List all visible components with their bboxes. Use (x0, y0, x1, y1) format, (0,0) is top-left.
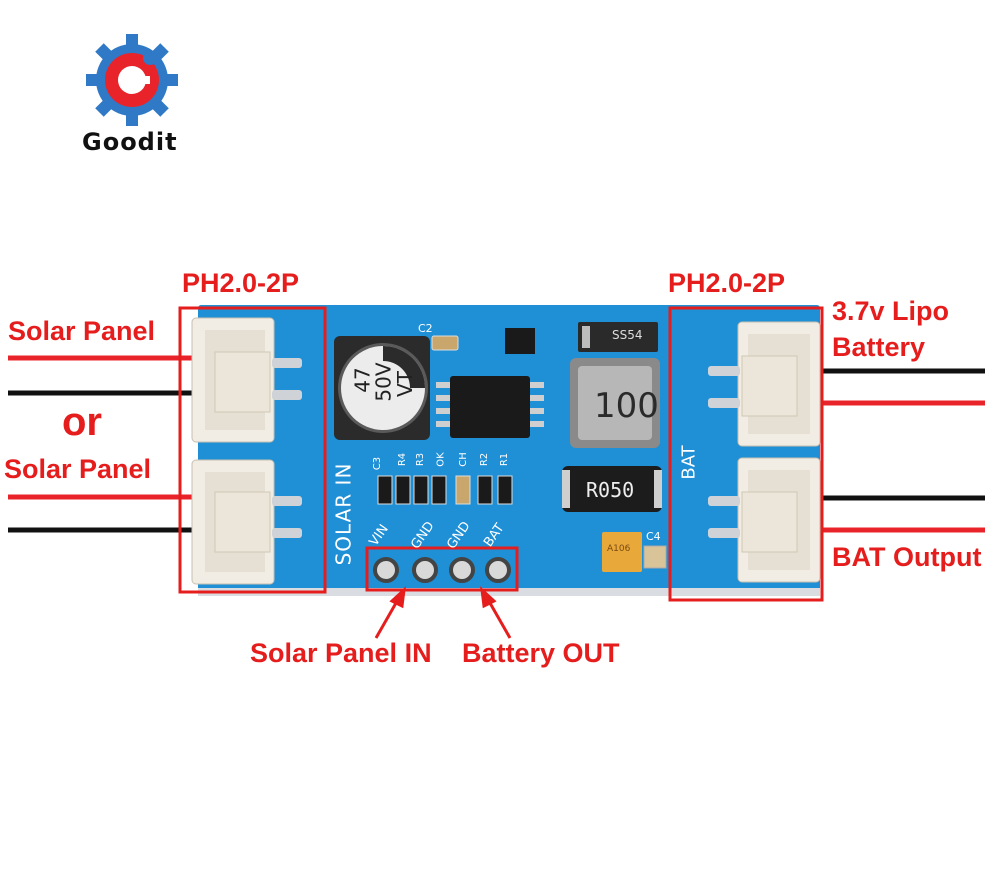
connector-left-bottom (191, 459, 302, 585)
component-label-c2: C2 (418, 322, 433, 335)
label-solar-panel-2: Solar Panel (4, 454, 152, 484)
inductor-text: 100 (594, 386, 659, 426)
tantalum-capacitor (602, 532, 642, 572)
highlight-box-pins (365, 546, 519, 592)
label-connector-left: PH2.0-2P (182, 268, 300, 298)
label-connector-right: PH2.0-2P (668, 268, 786, 298)
inductor (570, 358, 660, 448)
diode (578, 322, 658, 352)
silkscreen-bat: BAT (678, 445, 700, 480)
electrolytic-capacitor (334, 336, 430, 440)
capacitor-c2 (431, 335, 459, 351)
brand-logo (80, 30, 190, 130)
component-label-r4: R4 (397, 452, 409, 467)
ic-chip (436, 376, 544, 438)
connector-left-top (191, 317, 302, 443)
component-label-c4: C4 (646, 530, 661, 543)
label-bat-output: BAT Output (832, 542, 982, 572)
label-battery-out: Battery OUT (462, 638, 620, 668)
silkscreen-solar-in: SOLAR IN (331, 462, 356, 566)
capacitor-text-vt: VT (392, 371, 417, 397)
component-label-c3: C3 (372, 456, 384, 471)
component-label-ok: OK (435, 452, 447, 467)
transistor (505, 328, 535, 354)
component-label-ch: CH (457, 452, 469, 467)
label-lipo-line1: 3.7v Lipo (832, 296, 950, 326)
arrows (374, 586, 512, 639)
header-pins (373, 557, 511, 583)
smd-resistors (377, 475, 513, 505)
connector-right-top (708, 321, 821, 447)
label-or: or (62, 400, 102, 444)
label-lipo-line2: Battery (832, 332, 926, 362)
resistor-text: R050 (586, 478, 635, 502)
diode-text: SS54 (612, 328, 643, 342)
highlight-box-left (178, 306, 327, 594)
component-label-r2: R2 (479, 452, 491, 467)
shunt-resistor (562, 466, 662, 512)
gear-logo-icon (86, 34, 178, 126)
brand-name: Goodit (82, 128, 178, 156)
label-solar-panel-in: Solar Panel IN (250, 638, 432, 668)
component-label-r3: R3 (415, 452, 427, 467)
tantalum-text: A106 (607, 544, 631, 554)
connector-right-bottom (708, 457, 821, 583)
highlight-box-right (668, 306, 824, 602)
label-solar-panel-1: Solar Panel (8, 316, 156, 346)
component-label-r1: R1 (499, 452, 511, 467)
